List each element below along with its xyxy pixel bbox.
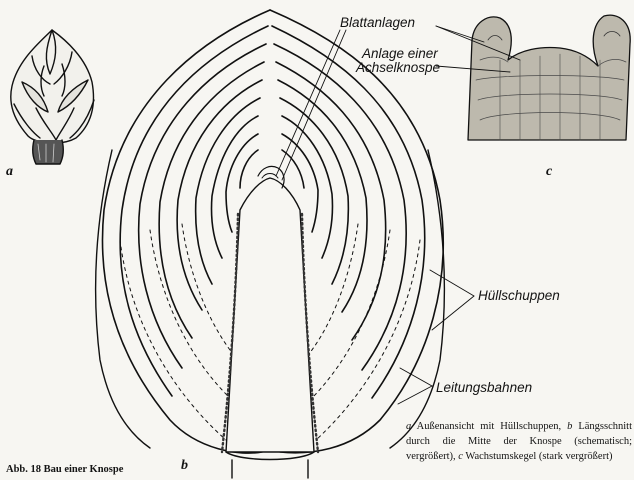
panel-letter-b: b xyxy=(181,459,188,473)
figure-caption: Abb. 18 Bau einer Knospe xyxy=(6,464,123,475)
label-huellschuppen: Hüllschuppen xyxy=(478,289,560,303)
legend-text-c: Wachstumskegel (stark vergrößert) xyxy=(463,451,613,462)
figure-legend: a Außenansicht mit Hüllschuppen, b Längs… xyxy=(406,419,632,464)
label-leitungsbahnen: Leitungsbahnen xyxy=(436,381,532,395)
label-achselknospe: Achselknospe xyxy=(356,61,440,75)
panel-letter-c: c xyxy=(546,165,552,179)
growth-cone-drawing xyxy=(468,15,630,140)
label-anlage-einer: Anlage einer xyxy=(362,47,438,61)
label-blattanlagen: Blattanlagen xyxy=(340,16,415,30)
panel-letter-a: a xyxy=(6,165,13,179)
bud-exterior-drawing xyxy=(11,30,94,164)
legend-text-a: Außenansicht mit Hüllschuppen, xyxy=(411,421,567,432)
bud-longitudinal-section-drawing xyxy=(96,10,445,478)
